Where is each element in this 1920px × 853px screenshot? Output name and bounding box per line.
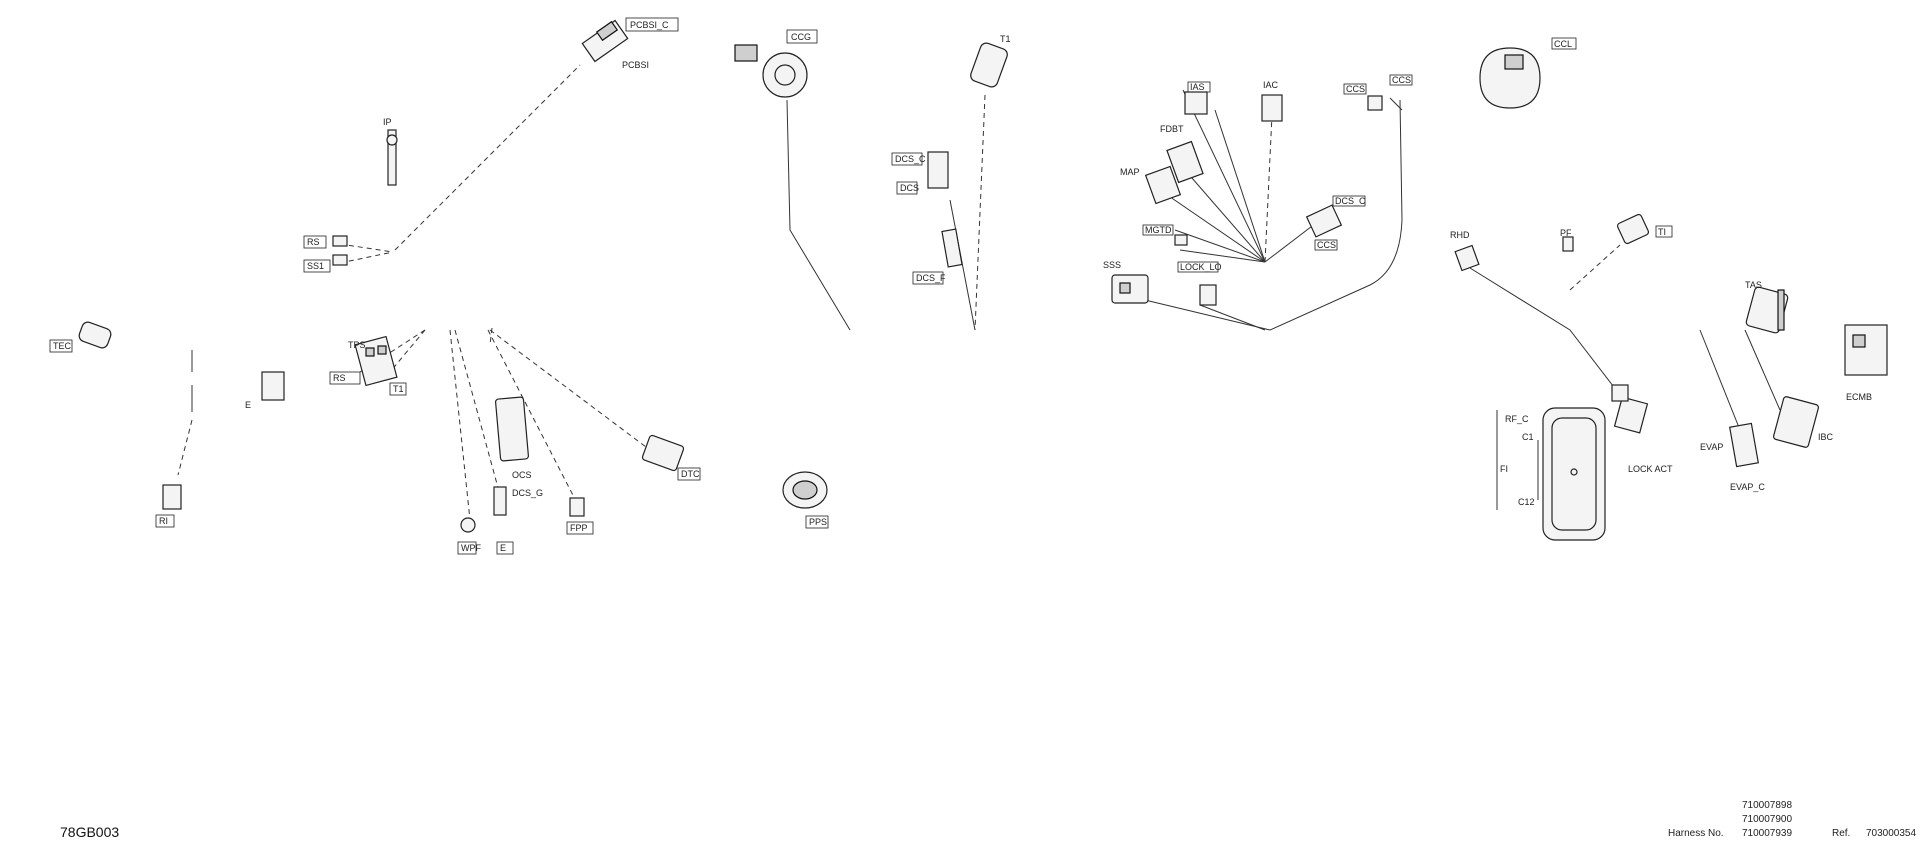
label-lock-act: LOCK ACT (1628, 464, 1673, 474)
component-fdbt (1166, 140, 1204, 184)
label-ti: TI (1658, 227, 1666, 237)
label-pf2: PF (1560, 228, 1572, 238)
label-pcbsi: PCBSI (622, 60, 649, 70)
component-labels: PCBSI_C PCBSI CCG T1 IP RS SS1 TEC E RI … (49, 17, 1872, 555)
component-dcs-c2 (1305, 204, 1343, 238)
label-dtc: DTC (681, 469, 700, 479)
component-tas (1745, 286, 1789, 334)
component-lock-act (1611, 384, 1649, 434)
component-ibc (1772, 396, 1820, 448)
label-fi: FI (1500, 464, 1508, 474)
component-rs (332, 235, 348, 266)
component-e (261, 371, 285, 401)
label-evap-c: EVAP_C (1730, 482, 1765, 492)
component-wpf (460, 517, 476, 533)
label-c1: C1 (1522, 432, 1534, 442)
component-ti (1616, 213, 1650, 245)
harness-number-2: 710007900 (1742, 814, 1793, 825)
component-ccs (1367, 95, 1383, 111)
component-pps (782, 471, 828, 509)
component-iac (1261, 94, 1283, 122)
label-pcbsi-c: PCBSI_C (630, 20, 669, 30)
component-sss (1111, 274, 1149, 304)
component-tec (78, 321, 112, 349)
component-pf2 (1562, 236, 1574, 252)
component-fi (1496, 407, 1606, 541)
component-ecmb (1844, 324, 1888, 376)
harness-label: Harness No. (1668, 828, 1724, 839)
component-dcs (927, 151, 963, 268)
component-lock-lo (1199, 284, 1217, 306)
label-ip: IP (383, 117, 392, 127)
label-rs: RS (307, 237, 320, 247)
label-dcs-c: DCS_C (895, 154, 926, 164)
label-e: E (245, 400, 251, 410)
component-dtc (641, 434, 685, 472)
component-map (1144, 165, 1182, 205)
label-dtc-small: T1 (393, 384, 404, 394)
label-rs1: RS (333, 373, 346, 383)
label-dcs-c2: DCS_C (1335, 196, 1366, 206)
component-t1 (970, 42, 1008, 88)
harness-number-1: 710007898 (1742, 800, 1793, 811)
component-ocs (495, 396, 529, 462)
label-ss1: SS1 (307, 261, 324, 271)
label-evap: EVAP (1700, 442, 1723, 452)
label-ccs2: CCS (1317, 240, 1336, 250)
harness-number-3: 710007939 (1742, 828, 1793, 839)
label-ecmb: ECMB (1846, 392, 1872, 402)
label-rhd: RHD (1450, 230, 1470, 240)
label-mgtd: MGTD (1145, 225, 1172, 235)
component-mgtd (1174, 234, 1188, 246)
label-ri: RI (159, 516, 168, 526)
ref-number: 703000354 (1866, 828, 1917, 839)
label-iac: IAC (1263, 80, 1279, 90)
label-t1: T1 (1000, 34, 1011, 44)
label-ibc: IBC (1818, 432, 1834, 442)
label-dcs-g: DCS_G (512, 488, 543, 498)
component-evap (1728, 422, 1760, 468)
label-c12: C12 (1518, 497, 1535, 507)
label-rf-c: RF_C (1505, 414, 1529, 424)
label-fdbt: FDBT (1160, 124, 1184, 134)
component-tps (354, 335, 398, 387)
label-tas: TAS (1745, 280, 1762, 290)
component-ccg (734, 44, 808, 98)
label-dcs-g2: E (500, 543, 506, 553)
label-map: MAP (1120, 167, 1140, 177)
label-lock-lo: LOCK_LO (1180, 262, 1222, 272)
label-dcs: DCS (900, 183, 919, 193)
label-fpp: FPP (570, 523, 588, 533)
label-ocs: OCS (512, 470, 532, 480)
ref-label: Ref. (1832, 828, 1851, 839)
component-dcs-g (493, 486, 507, 516)
component-pcbsi (581, 19, 629, 63)
component-ri (162, 484, 182, 510)
label-ccl2: CCL (1554, 39, 1572, 49)
label-ccg: CCG (791, 32, 811, 42)
component-ip (386, 129, 398, 186)
component-rhd (1454, 244, 1480, 272)
label-wpf: WPF (461, 543, 481, 553)
label-sss: SSS (1103, 260, 1121, 270)
label-ias: IAS (1190, 82, 1205, 92)
component-ccl2 (1479, 47, 1541, 109)
label-ccs: CCS (1346, 84, 1365, 94)
label-tps: TPS (348, 340, 366, 350)
label-tec: TEC (53, 341, 72, 351)
drawing-code: 78GB003 (60, 824, 120, 840)
harness-wires (177, 64, 1781, 521)
component-fpp (569, 497, 585, 517)
label-dcs-f: DCS_F (916, 273, 946, 283)
label-ccl: CCS (1392, 75, 1411, 85)
component-ias (1184, 91, 1208, 115)
label-pps: PPS (809, 517, 827, 527)
